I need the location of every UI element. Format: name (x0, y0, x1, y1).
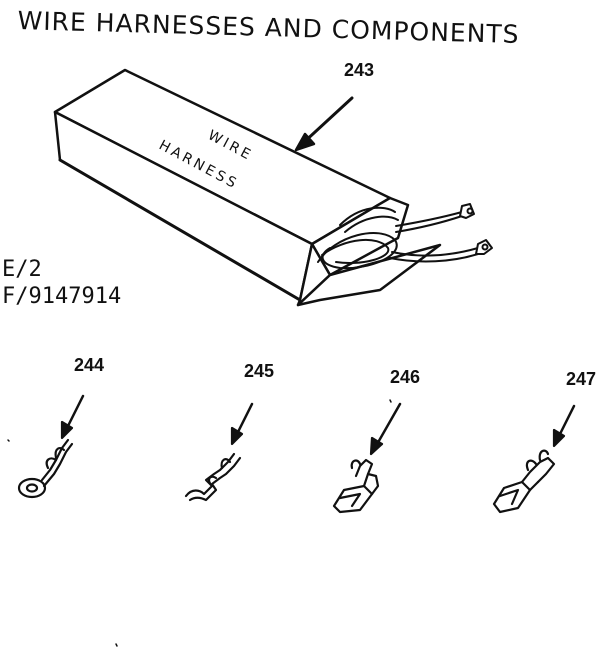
callout-247: 247 (566, 369, 597, 389)
callout-246: 246 (390, 367, 421, 387)
diagram-code-revision: E/2 (2, 257, 42, 282)
callout-245: 245 (244, 361, 275, 381)
wire-harness-box (53, 68, 493, 307)
flag-terminal-247 (492, 404, 576, 514)
ring-terminal-244 (17, 394, 85, 499)
diagram-code-number: F/9147914 (2, 284, 122, 309)
callout-243: 243 (344, 60, 375, 80)
callout-244: 244 (74, 355, 105, 375)
scan-specks (7, 399, 392, 647)
quick-connect-terminal-246 (332, 402, 402, 514)
spade-terminal-245 (184, 402, 254, 502)
